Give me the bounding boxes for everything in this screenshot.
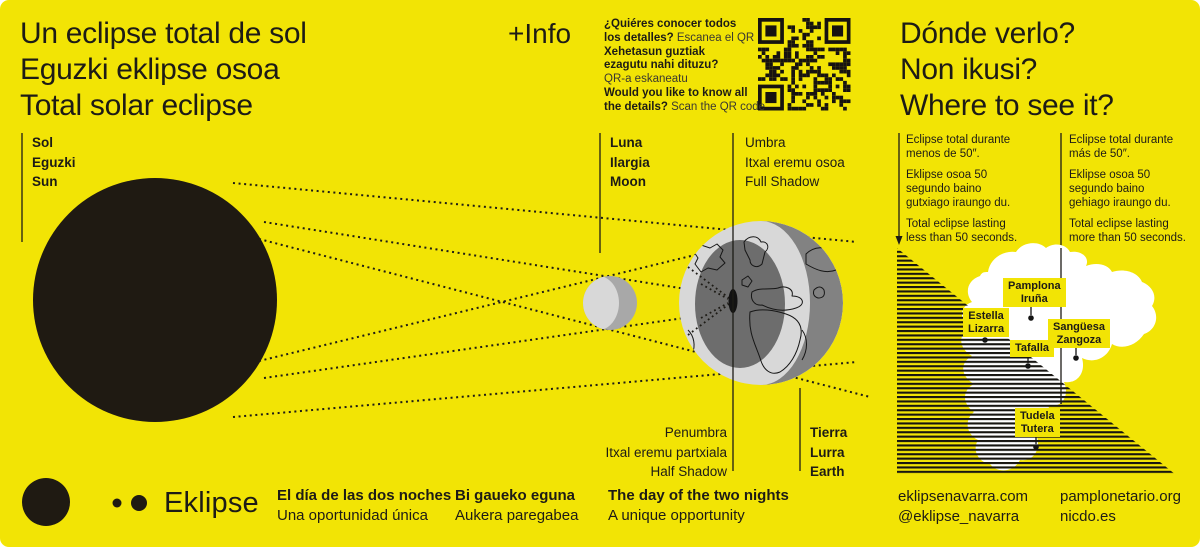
- partner-links: pamplonetario.org nicdo.es: [1060, 487, 1181, 526]
- city-label-pamplona: Pamplona Iruña: [1003, 278, 1066, 307]
- earth-globe: [679, 221, 843, 385]
- title-line-en: Total solar eclipse: [20, 89, 253, 122]
- city-dots: [982, 315, 1079, 450]
- where-title: Dónde verlo? Non ikusi? Where to see it?: [900, 16, 1114, 124]
- eclipse-logo-marks: [22, 478, 147, 526]
- qr-invite-text: ¿Quiéres conocer todos los detalles? Esc…: [604, 18, 766, 113]
- umbra-convergence-rays: [687, 266, 730, 336]
- tagline-en: The day of the two nights A unique oppor…: [608, 487, 789, 524]
- sun-disc: [33, 178, 277, 422]
- where-line-eu: Non ikusi?: [900, 53, 1038, 86]
- partner-url-2[interactable]: nicdo.es: [1060, 507, 1116, 525]
- logo-wordmark: Eklipse: [164, 487, 259, 519]
- page-title: Un eclipse total de sol Eguzki eklipse o…: [20, 16, 307, 124]
- totality-band-hatch: [897, 248, 1176, 475]
- social-handle[interactable]: @eklipse_navarra: [898, 507, 1020, 525]
- title-line-es: Un eclipse total de sol: [20, 17, 307, 50]
- title-line-eu: Eguzki eklipse osoa: [20, 53, 280, 86]
- tagline-eu: Bi gaueko eguna Aukera paregabea: [455, 487, 579, 524]
- city-label-tudela: Tudela Tutera: [1015, 408, 1060, 437]
- city-label-sanguesa: Sangüesa Zangoza: [1048, 319, 1110, 348]
- moon-disc: [583, 276, 637, 330]
- website-links: eklipsenavarra.com @eklipse_navarra: [898, 487, 1028, 526]
- qr-code[interactable]: [758, 18, 851, 111]
- where-line-es: Dónde verlo?: [900, 17, 1075, 50]
- partner-url-1[interactable]: pamplonetario.org: [1060, 488, 1181, 505]
- duration-divider-arrow: [895, 236, 903, 245]
- where-line-en: Where to see it?: [900, 89, 1114, 122]
- info-link[interactable]: +Info: [508, 18, 572, 49]
- city-label-tafalla: Tafalla: [1010, 340, 1055, 357]
- website-url[interactable]: eklipsenavarra.com: [898, 488, 1029, 505]
- city-label-estella: Estella Lizarra: [963, 308, 1010, 337]
- tagline-es: El día de las dos noches Una oportunidad…: [277, 487, 452, 524]
